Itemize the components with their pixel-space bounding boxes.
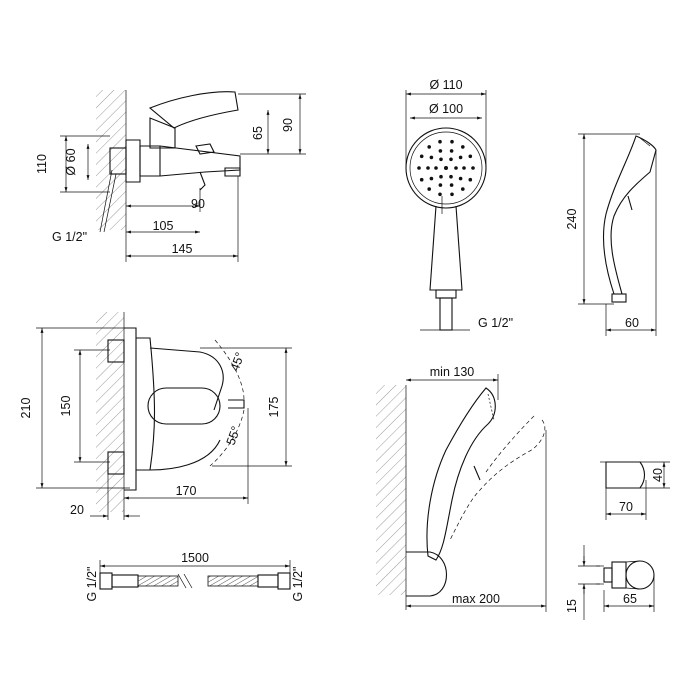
holder-side-view: 40 70 (600, 461, 670, 520)
spray-nozzles (417, 139, 475, 197)
nozzle-dot (461, 187, 465, 191)
dim-70-label: 70 (619, 500, 633, 514)
shower-tilted-outline (449, 419, 546, 541)
nozzle-dot (449, 174, 453, 179)
dim-60-label: 60 (625, 316, 639, 330)
mixer-lever (148, 91, 239, 129)
holder-bracket-top-view: 15 65 (565, 545, 655, 620)
hand-shower-side-view: 240 60 (565, 133, 657, 336)
nozzle-dot (427, 187, 432, 191)
hose-body-right (207, 575, 259, 587)
holder-bracket (406, 551, 448, 597)
nozzle-dot (450, 139, 454, 144)
dim-20-label: 20 (70, 503, 84, 517)
thread-label: G 1/2" (52, 230, 87, 244)
dim-175-label: 175 (267, 397, 281, 418)
holder-body (605, 461, 646, 489)
dim-40-label: 40 (651, 468, 665, 482)
dim-15-label: 15 (565, 599, 579, 613)
dim-65-label: 65 (251, 126, 265, 140)
wall-hatch (96, 312, 124, 512)
mixer-handle (147, 387, 221, 425)
dim-170-label: 170 (176, 484, 197, 498)
nozzle-dot (462, 166, 466, 170)
nozzle-dot (444, 166, 448, 170)
dim-90-label: 90 (281, 118, 295, 132)
dim-105-label: 105 (153, 219, 174, 233)
upper-connector (107, 339, 125, 363)
nozzle-dot (461, 145, 465, 149)
nozzle-dot (417, 166, 421, 170)
nozzle-dot (419, 177, 424, 182)
nozzle-dot (438, 183, 443, 187)
nozzle-dot (439, 157, 443, 162)
nozzle-dot (419, 154, 424, 159)
mixer-body (136, 337, 156, 471)
mixer-side-view: 110 Ø 60 90 65 90 105 145 G 1/2" (35, 90, 306, 262)
wall-holder-view: min 130 max 200 (376, 365, 547, 612)
dim-1500-label: 1500 (181, 551, 209, 565)
shower-connector (439, 297, 453, 331)
nozzle-dot (426, 166, 430, 170)
nozzle-dot (449, 149, 454, 153)
dim-d100-label: Ø 100 (429, 102, 463, 116)
dim-110-label: 110 (35, 154, 49, 174)
bracket-ring (625, 560, 655, 590)
nozzle-dot (450, 192, 454, 197)
hose-right-nut (277, 572, 291, 590)
eccentric-nut (125, 139, 141, 183)
shower-hose-view: 1500 G 1/2" G 1/2" (85, 551, 305, 602)
nozzle-dot (458, 155, 463, 160)
spout (199, 171, 206, 191)
nozzle-dot (468, 177, 473, 182)
thread-right-label: G 1/2" (291, 566, 305, 601)
mixer-front-view: 45° 55° 210 150 175 170 20 (19, 312, 292, 520)
nozzle-dot (468, 154, 473, 159)
angle-45-label: 45° (228, 350, 248, 373)
wall-hatch (96, 90, 126, 230)
dim-90b-label: 90 (191, 197, 205, 211)
dim-max200-label: max 200 (452, 592, 500, 606)
thread-left-label: G 1/2" (85, 566, 99, 601)
shower-handle (429, 205, 463, 291)
dim-d110-label: Ø 110 (429, 78, 462, 92)
nozzle-dot (434, 166, 438, 170)
nozzle-dot (458, 176, 463, 181)
nozzle-dot (429, 155, 434, 160)
hand-shower-front-view: Ø 110 Ø 100 G 1/2" (405, 78, 513, 331)
nozzle-dot (438, 139, 442, 144)
nozzle-dot (449, 157, 453, 162)
nozzle-dot (438, 149, 443, 153)
mixer-body (159, 145, 241, 177)
dim-240-label: 240 (565, 209, 579, 230)
nozzle-dot (449, 183, 454, 187)
mixer-body-base (139, 145, 161, 177)
dim-min130-label: min 130 (430, 365, 475, 379)
shower-side-profile (603, 135, 657, 295)
lower-connector (107, 451, 125, 475)
nozzle-dot (429, 176, 434, 181)
wall-hatch (376, 385, 406, 595)
dim-145-label: 145 (172, 242, 193, 256)
hose-body-left (137, 575, 179, 587)
dim-150-label: 150 (59, 396, 73, 417)
dim-210-label: 210 (19, 398, 33, 419)
nozzle-dot (439, 174, 443, 179)
nozzle-dot (427, 145, 432, 149)
angle-55-label: 55° (224, 424, 244, 447)
nozzle-dot (438, 192, 442, 197)
nozzle-dot (454, 166, 458, 170)
nozzle-dot (471, 166, 475, 170)
dim-65-label: 65 (623, 592, 637, 606)
hose-left-nut (99, 572, 113, 590)
shower-in-holder (426, 387, 496, 561)
dim-d60-label: Ø 60 (64, 148, 78, 175)
thread-label: G 1/2" (478, 316, 513, 330)
